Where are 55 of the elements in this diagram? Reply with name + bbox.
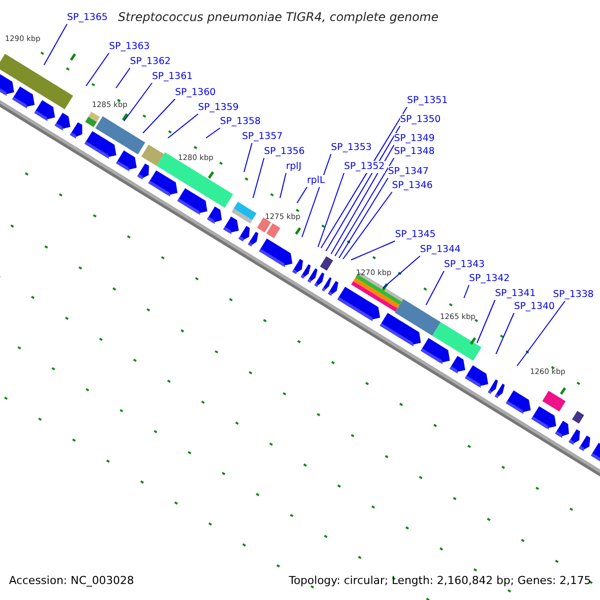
gene-label: SP_1347 xyxy=(388,166,429,178)
leader-line xyxy=(320,106,408,248)
leader-line xyxy=(338,178,388,258)
gene-label: SP_1343 xyxy=(444,259,485,271)
leader-line xyxy=(86,52,110,86)
gene-label: SP_1353 xyxy=(331,142,372,154)
gene-label: SP_1358 xyxy=(220,116,261,128)
leader-line xyxy=(124,82,152,122)
accession-text: Accession: NC_003028 xyxy=(9,574,134,587)
gene-label: SP_1342 xyxy=(469,273,510,285)
gene-label: SP_1348 xyxy=(394,146,435,158)
leader-line xyxy=(342,192,392,260)
leader-line xyxy=(116,68,130,88)
leader-line xyxy=(382,256,420,288)
gene-label: rplL xyxy=(307,175,325,187)
leader-line xyxy=(350,240,396,260)
gene-label: SP_1338 xyxy=(553,289,594,301)
leader-line xyxy=(516,300,566,366)
gene-label: rplJ xyxy=(286,161,302,173)
leader-line xyxy=(142,98,176,134)
leader-line xyxy=(280,172,286,198)
gene-label: SP_1359 xyxy=(198,102,239,114)
gene-label: SP_1346 xyxy=(392,180,433,192)
gene-label: SP_1340 xyxy=(514,301,555,313)
gene-label: SP_1356 xyxy=(264,146,305,158)
leader-line xyxy=(302,154,332,238)
leader-line xyxy=(168,114,198,138)
gene-label: SP_1363 xyxy=(109,41,150,53)
leader-line xyxy=(296,186,308,204)
gene-label: SP_1351 xyxy=(407,95,448,107)
gene-label: SP_1352 xyxy=(344,161,385,173)
gene-label: SP_1365 xyxy=(67,12,108,24)
gene-label: SP_1341 xyxy=(495,288,536,300)
gene-label: SP_1360 xyxy=(175,87,216,99)
leader-line xyxy=(496,312,514,354)
leader-line xyxy=(318,172,344,248)
gene-label: SP_1357 xyxy=(242,131,283,143)
leader-line xyxy=(330,144,394,254)
leader-line xyxy=(326,126,400,252)
leader-line xyxy=(476,300,496,344)
gene-label: SP_1362 xyxy=(130,56,171,68)
leader-line xyxy=(426,270,444,306)
genome-summary-text: Topology: circular; Length: 2,160,842 bp; Genes: 2,175 xyxy=(288,574,591,587)
gene-label: SP_1349 xyxy=(394,133,435,145)
gene-label: SP_1361 xyxy=(152,71,193,83)
gene-label: SP_1345 xyxy=(395,229,436,241)
gene-label: SP_1344 xyxy=(420,244,461,256)
leader-line xyxy=(252,158,264,198)
leader-line xyxy=(44,24,68,66)
leader-line xyxy=(464,284,470,298)
gene-label: SP_1350 xyxy=(400,114,441,126)
leader-line xyxy=(206,128,220,138)
leader-line xyxy=(334,158,394,256)
title: Streptococcus pneumoniae TIGR4, complete genome xyxy=(118,10,438,24)
leader-line xyxy=(244,142,252,172)
